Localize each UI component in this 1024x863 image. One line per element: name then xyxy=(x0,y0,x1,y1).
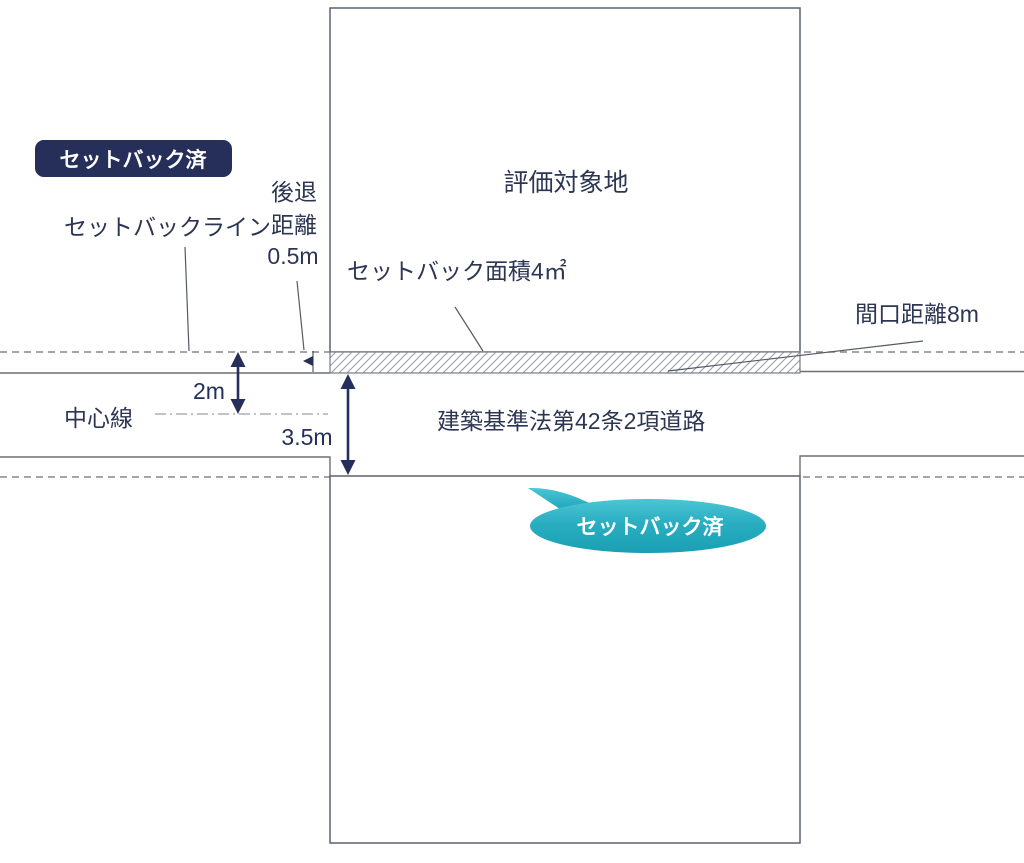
bubble-body xyxy=(530,499,766,553)
center-line-label: 中心線 xyxy=(64,405,133,431)
retreat-distance-value: 0.5m xyxy=(267,243,318,269)
frontage-leader xyxy=(667,340,924,372)
retreat-notch-tick xyxy=(303,356,313,366)
retreat-distance-leader xyxy=(296,280,305,351)
arrow-2m xyxy=(230,352,246,414)
dimension-2m: 2m xyxy=(193,378,225,404)
bubble-setback-done: セットバック済 xyxy=(528,487,766,553)
target-parcel-label: 評価対象地 xyxy=(503,169,628,197)
badge-label: セットバック済 xyxy=(60,148,208,172)
frontage-label: 間口距離8m xyxy=(855,301,979,327)
arrow-3-5m xyxy=(340,374,356,475)
badge-setback-done: セットバック済 xyxy=(35,140,232,177)
target-parcel xyxy=(329,7,801,353)
setback-line-label: セットバックライン xyxy=(64,214,271,240)
dimension-3-5m: 3.5m xyxy=(281,424,332,450)
retreat-distance-line2: 距離 xyxy=(271,212,317,238)
retreat-distance-line1: 後退 xyxy=(271,179,317,205)
road-edge-bottom-right xyxy=(799,455,1024,476)
road-label: 建築基準法第42条2項道路 xyxy=(437,408,705,434)
badge-background xyxy=(35,140,232,177)
road-edge-bottom-left xyxy=(0,456,331,476)
bubble-label: セットバック済 xyxy=(577,515,725,539)
setback-area-label: セットバック面積4㎡ xyxy=(347,258,567,284)
setback-area-strip xyxy=(329,351,801,374)
setback-line-leader xyxy=(184,246,190,352)
retreat-distance-label: 後退 距離 0.5m xyxy=(267,179,318,269)
setback-area-leader xyxy=(454,306,484,352)
